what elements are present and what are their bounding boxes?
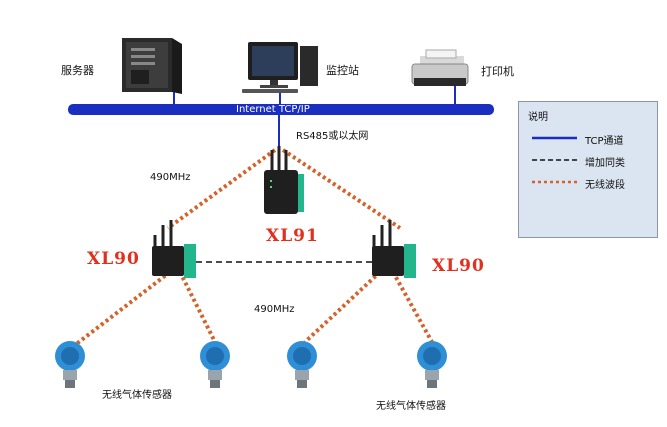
- legend-item-wireless: 无线波段: [585, 180, 625, 191]
- sensor-group-left-label: 无线气体传感器: [102, 390, 172, 401]
- gas-sensor-2: [200, 341, 230, 388]
- sensor-group-right-label: 无线气体传感器: [376, 401, 446, 412]
- gateway-xl90-left: [152, 220, 196, 278]
- bus-label: Internet TCP/IP: [236, 104, 310, 115]
- legend-swatches: [532, 136, 577, 184]
- legend-title: 说明: [528, 112, 548, 123]
- frequency-bottom-label: 490MHz: [254, 304, 295, 315]
- gateway-xl90-right: [372, 220, 416, 278]
- gas-sensor-1: [55, 341, 85, 388]
- tcp-ip-bus: [68, 104, 494, 115]
- monitor-station-label: 监控站: [326, 64, 359, 77]
- printer-label: 打印机: [481, 65, 514, 78]
- server-label: 服务器: [61, 64, 94, 77]
- server-icon: [122, 38, 182, 104]
- rs485-label: RS485或以太网: [296, 131, 369, 142]
- gateway-xl91: [264, 146, 304, 214]
- gas-sensor-3: [287, 341, 317, 388]
- monitor-station-icon: [242, 42, 318, 104]
- wireless-links: [73, 148, 434, 347]
- legend-item-tcp: TCP通道: [585, 136, 624, 147]
- printer-icon: [411, 49, 469, 104]
- gateway-center-label: XL91: [266, 226, 319, 246]
- gateway-right-label: XL90: [432, 256, 485, 276]
- gateway-left-label: XL90: [87, 249, 140, 269]
- legend: 说明 TCP通道 增加同类 无线波段: [518, 101, 658, 238]
- frequency-top-label: 490MHz: [150, 172, 191, 183]
- legend-item-same-type: 增加同类: [585, 158, 625, 169]
- gas-sensor-4: [417, 341, 447, 388]
